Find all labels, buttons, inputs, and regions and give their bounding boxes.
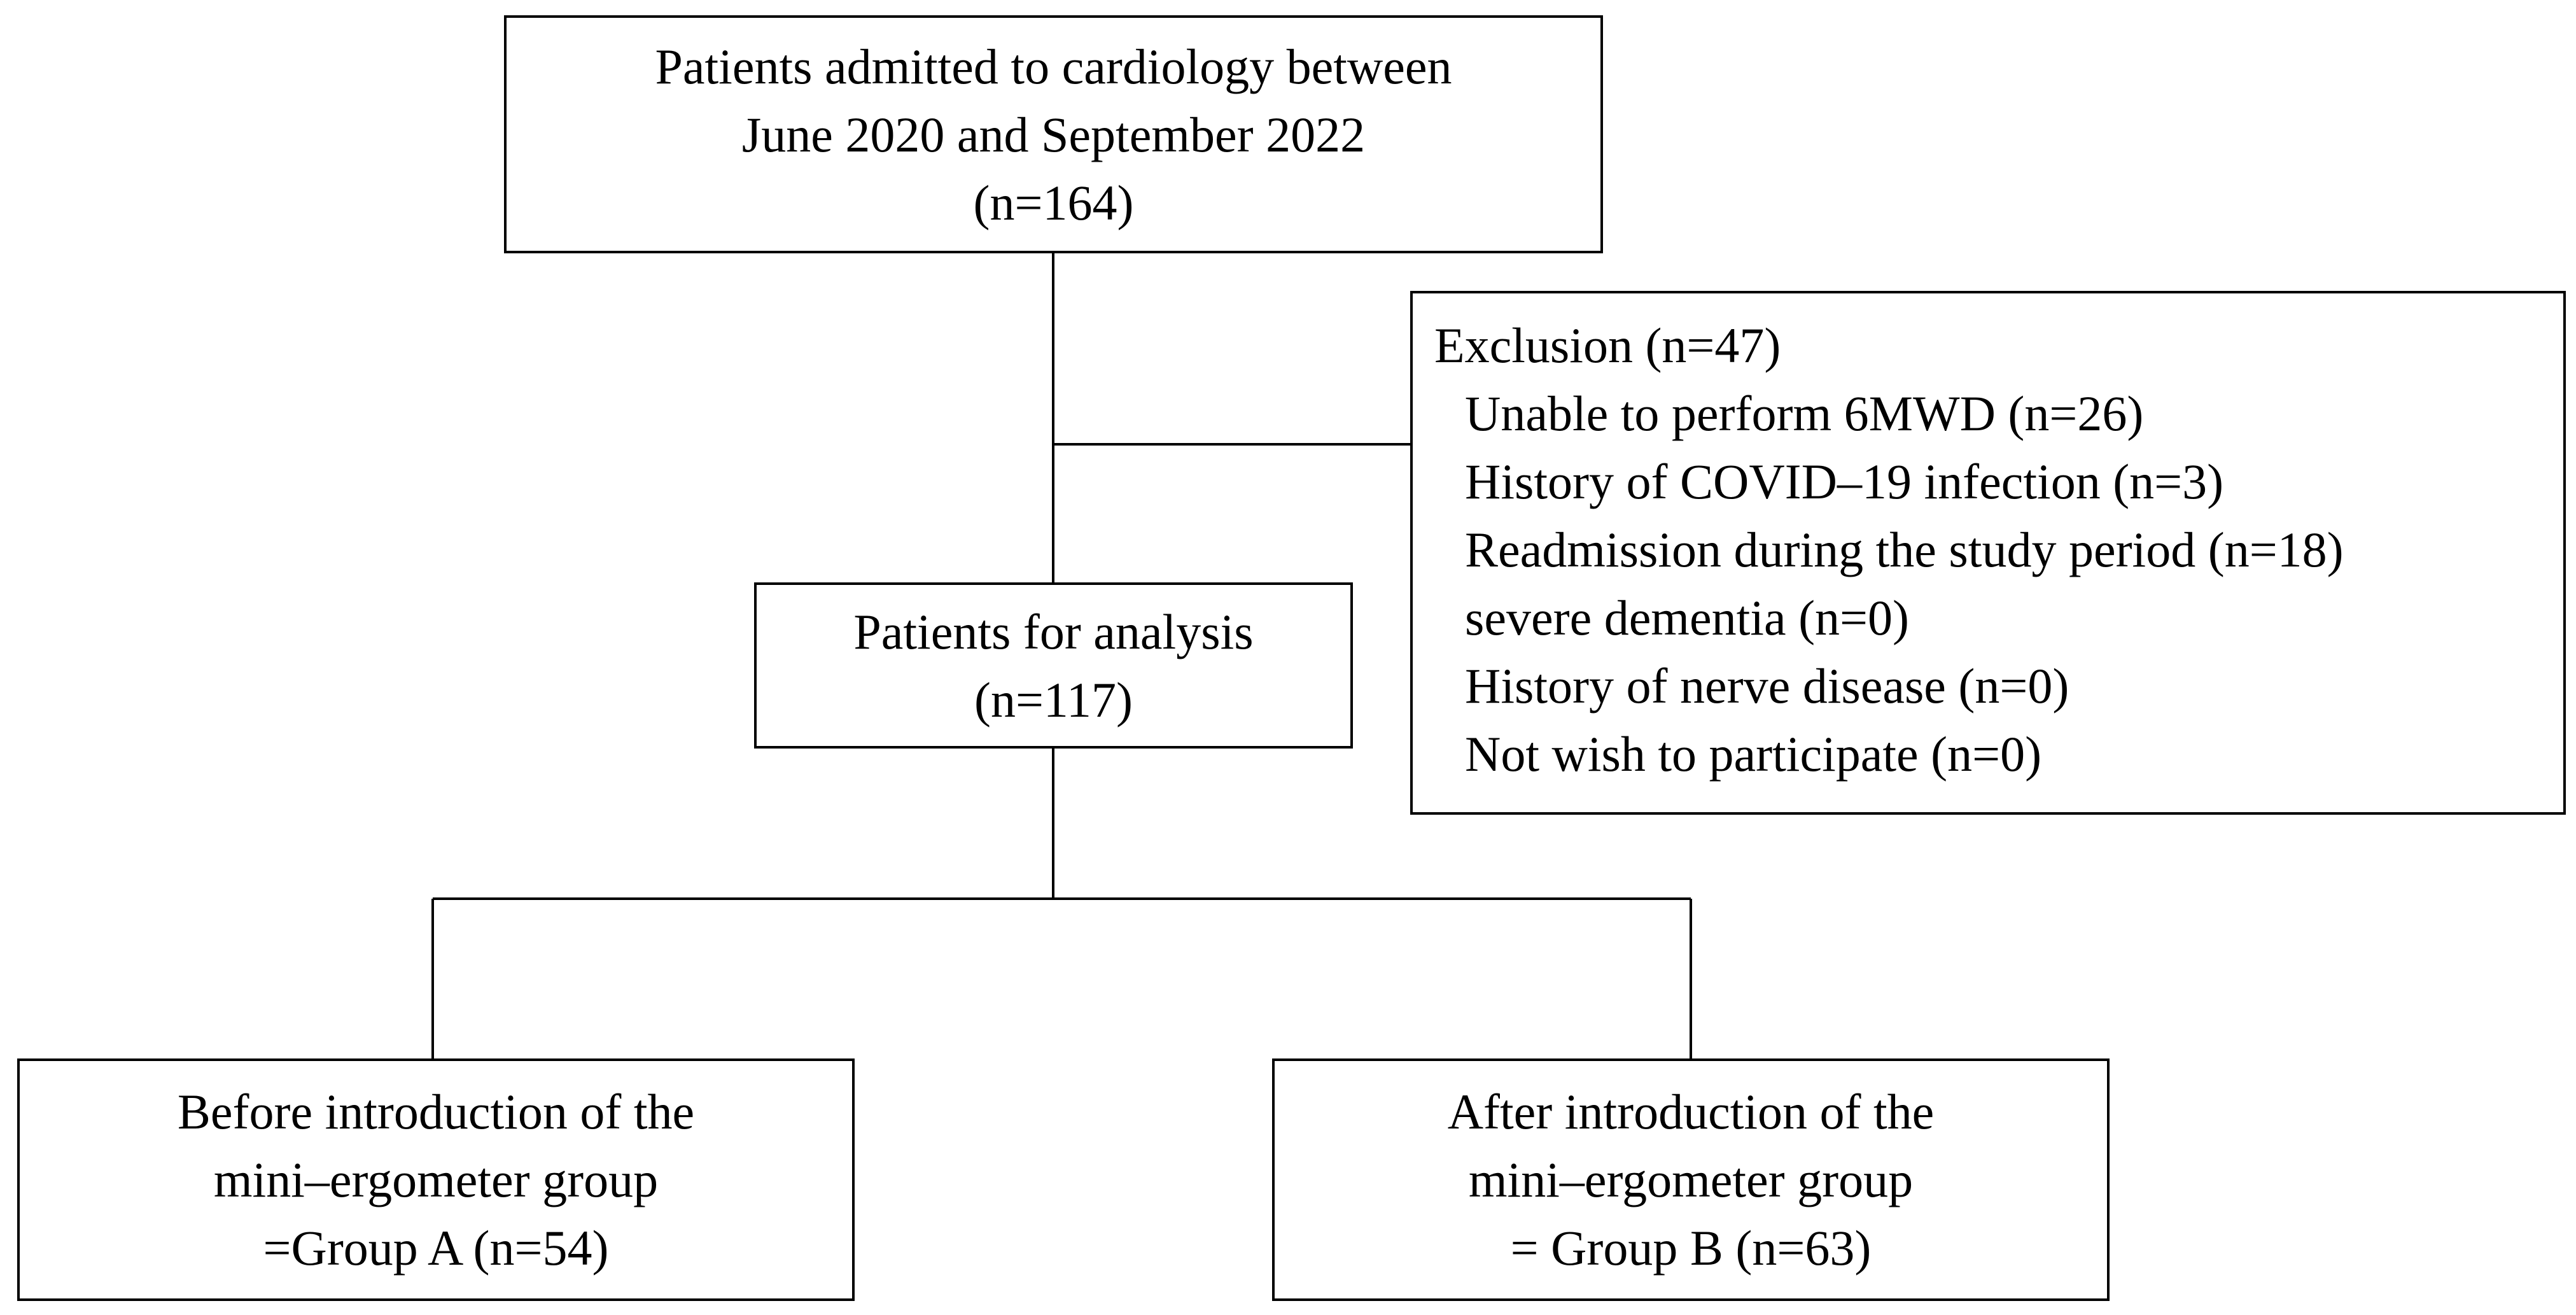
enrollment-box: Patients admitted to cardiology between … <box>504 15 1603 253</box>
analysis-box: Patients for analysis (n=117) <box>754 582 1353 749</box>
exclusion-item-6mwd: Unable to perform 6MWD (n=26) <box>1465 386 2144 441</box>
group-a-line-3: =Group A (n=54) <box>263 1220 609 1276</box>
group-b-line-3: = Group B (n=63) <box>1510 1220 1872 1276</box>
group-b-box: After introduction of the mini–ergometer… <box>1272 1058 2110 1301</box>
exclusion-item-dementia: severe dementia (n=0) <box>1465 590 1910 645</box>
group-a-line-1: Before introduction of the <box>177 1084 695 1139</box>
enrollment-count: (n=164) <box>973 174 1134 230</box>
analysis-count: (n=117) <box>974 672 1133 728</box>
exclusion-title: Exclusion (n=47) <box>1434 318 1781 373</box>
exclusion-item-readmission: Readmission during the study period (n=1… <box>1465 522 2344 577</box>
group-b-line-2: mini–ergometer group <box>1468 1152 1914 1207</box>
enrollment-line-1: Patients admitted to cardiology between <box>655 38 1452 94</box>
group-a-line-2: mini–ergometer group <box>213 1152 659 1207</box>
exclusion-box: Exclusion (n=47) Unable to perform 6MWD … <box>1410 291 2566 815</box>
enrollment-line-2: June 2020 and September 2022 <box>741 106 1366 162</box>
exclusion-item-no-participation: Not wish to participate (n=0) <box>1465 726 2042 782</box>
exclusion-item-nerve-disease: History of nerve disease (n=0) <box>1465 658 2069 714</box>
analysis-label: Patients for analysis <box>853 603 1254 659</box>
group-a-box: Before introduction of the mini–ergomete… <box>17 1058 855 1301</box>
group-b-line-1: After introduction of the <box>1447 1084 1935 1139</box>
exclusion-item-covid: History of COVID–19 infection (n=3) <box>1465 454 2224 509</box>
